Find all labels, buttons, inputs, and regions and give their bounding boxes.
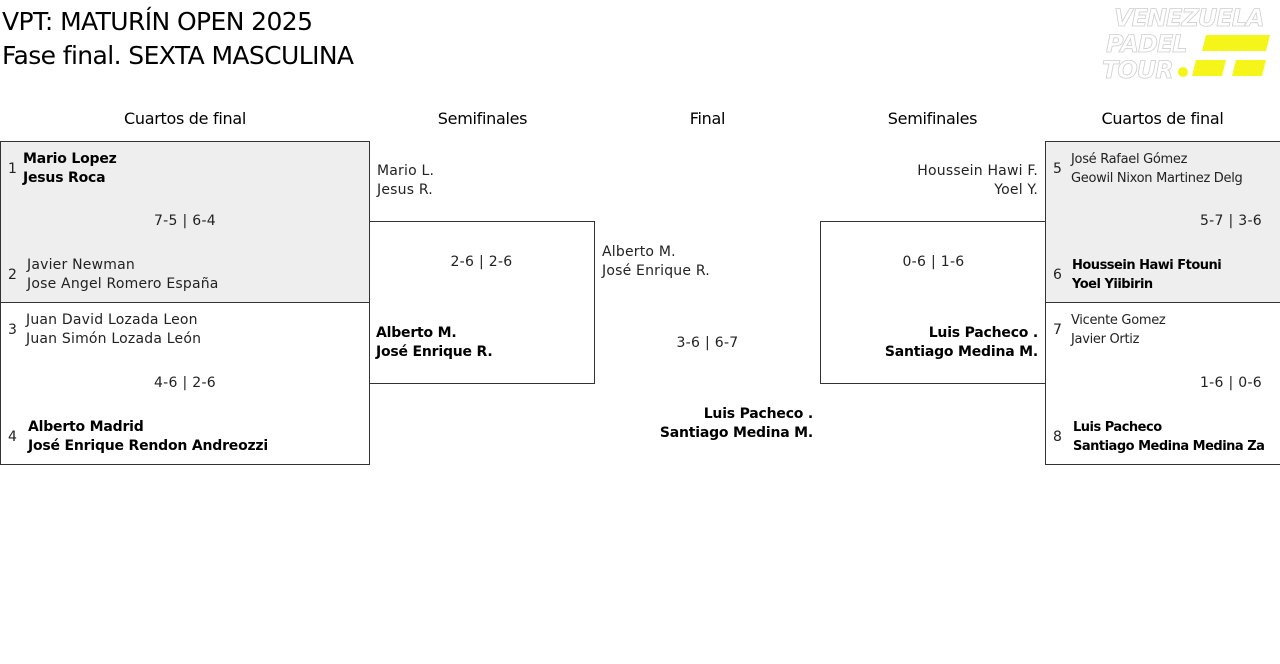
- match-score: 4-6 | 2-6: [153, 375, 217, 391]
- logo-text-line2: PADEL: [1106, 30, 1187, 58]
- seed-number: 2: [8, 267, 17, 283]
- player-name: José Enrique R.: [376, 344, 493, 360]
- page-title: VPT: MATURÍN OPEN 2025: [2, 7, 313, 36]
- final-match-score: 3-6 | 6-7: [676, 335, 739, 351]
- semifinal-match-1[interactable]: 2-6 | 2-6 Alberto M. José Enrique R.: [369, 221, 595, 384]
- semifinal-1-team-a: Mario L. Jesus R.: [377, 162, 434, 200]
- quarterfinal-match-1[interactable]: 1 Mario Lopez Jesus Roca 7-5 | 6-4 2 Jav…: [0, 141, 370, 303]
- round-header-final: Final: [689, 109, 726, 128]
- match-score: 7-5 | 6-4: [153, 213, 217, 229]
- player-name: Alberto Madrid: [28, 419, 144, 435]
- player-name: Houssein Hawi F.: [917, 163, 1038, 179]
- round-header-right-semifinals: Semifinales: [887, 109, 978, 128]
- player-name: Javier Newman: [27, 257, 135, 273]
- round-header-right-quarterfinals: Cuartos de final: [1101, 109, 1224, 128]
- round-header-left-semifinals: Semifinales: [437, 109, 528, 128]
- player-name: Juan David Lozada Leon: [26, 312, 198, 328]
- player-name: Mario Lopez: [23, 151, 117, 167]
- page-subtitle: Fase final. SEXTA MASCULINA: [2, 41, 354, 70]
- round-header-left-quarterfinals: Cuartos de final: [124, 109, 246, 128]
- player-name: José Rafael Gómez: [1071, 152, 1188, 167]
- match-score: 2-6 | 2-6: [450, 254, 513, 270]
- logo-bar-top: [1202, 35, 1270, 51]
- player-name: Santiago Medina Medina Za: [1073, 439, 1265, 454]
- team-1: Mario Lopez Jesus Roca: [23, 150, 117, 188]
- player-name: Vicente Gomez: [1071, 313, 1166, 328]
- logo-text-line3: TOUR: [1102, 56, 1173, 80]
- team-6: Houssein Hawi Ftouni Yoel Yiibirin: [1072, 256, 1222, 294]
- player-name: Alberto M.: [602, 244, 676, 260]
- logo-bar-left: [1192, 60, 1226, 76]
- player-name: Santiago Medina M.: [659, 425, 813, 441]
- logo-ball: [1178, 67, 1188, 77]
- semifinal-2-team-b: Luis Pacheco . Santiago Medina M.: [821, 324, 1038, 362]
- seed-number: 7: [1053, 322, 1062, 338]
- player-name: Jose Angel Romero España: [27, 276, 219, 292]
- player-name: Yoel Yiibirin: [1072, 277, 1153, 292]
- player-name: Houssein Hawi Ftouni: [1072, 258, 1222, 273]
- semifinal-1-team-b: Alberto M. José Enrique R.: [376, 324, 493, 362]
- team-2: Javier Newman Jose Angel Romero España: [27, 256, 219, 294]
- quarterfinal-match-3[interactable]: 5 José Rafael Gómez Geowil Nixon Martine…: [1045, 141, 1280, 303]
- semifinal-2-team-a: Houssein Hawi F. Yoel Y.: [820, 162, 1038, 200]
- match-score: 5-7 | 3-6: [1199, 213, 1263, 229]
- team-3: Juan David Lozada Leon Juan Simón Lozada…: [26, 311, 201, 349]
- final-team-b: Luis Pacheco . Santiago Medina M.: [595, 405, 813, 443]
- semifinal-match-2[interactable]: 0-6 | 1-6 Luis Pacheco . Santiago Medina…: [820, 221, 1046, 384]
- final-team-a: Alberto M. José Enrique R.: [602, 243, 710, 281]
- seed-number: 4: [8, 429, 17, 445]
- seed-number: 5: [1053, 161, 1062, 177]
- player-name: Juan Simón Lozada León: [26, 331, 202, 347]
- team-5: José Rafael Gómez Geowil Nixon Martinez …: [1071, 150, 1243, 188]
- seed-number: 1: [8, 161, 17, 177]
- player-name: Javier Ortiz: [1071, 332, 1140, 347]
- logo-text-line1: VENEZUELA: [1114, 4, 1264, 32]
- player-name: Alberto M.: [376, 325, 457, 341]
- player-name: Yoel Y.: [994, 182, 1038, 198]
- player-name: Santiago Medina M.: [884, 344, 1038, 360]
- player-name: Mario L.: [377, 163, 435, 179]
- seed-number: 8: [1053, 429, 1062, 445]
- seed-number: 6: [1053, 267, 1062, 283]
- team-8: Luis Pacheco Santiago Medina Medina Za: [1073, 418, 1265, 456]
- venezuela-padel-tour-logo: VENEZUELA PADEL TOUR: [1102, 4, 1270, 80]
- quarterfinal-match-2[interactable]: 3 Juan David Lozada Leon Juan Simón Loza…: [0, 302, 370, 465]
- player-name: Jesus Roca: [23, 170, 106, 186]
- player-name: Luis Pacheco .: [928, 325, 1038, 341]
- player-name: José Enrique R.: [602, 263, 710, 279]
- team-7: Vicente Gomez Javier Ortiz: [1071, 311, 1166, 349]
- player-name: Jesus R.: [377, 182, 433, 198]
- player-name: Geowil Nixon Martinez Delg: [1071, 171, 1243, 186]
- player-name: José Enrique Rendon Andreozzi: [28, 438, 268, 454]
- player-name: Luis Pacheco: [1073, 420, 1162, 435]
- match-score: 1-6 | 0-6: [1199, 375, 1263, 391]
- seed-number: 3: [8, 322, 17, 338]
- logo-bar-right: [1232, 60, 1266, 76]
- quarterfinal-match-4[interactable]: 7 Vicente Gomez Javier Ortiz 1-6 | 0-6 8…: [1045, 302, 1280, 465]
- match-score: 0-6 | 1-6: [902, 254, 965, 270]
- player-name: Luis Pacheco .: [703, 406, 813, 422]
- team-4: Alberto Madrid José Enrique Rendon Andre…: [28, 418, 268, 456]
